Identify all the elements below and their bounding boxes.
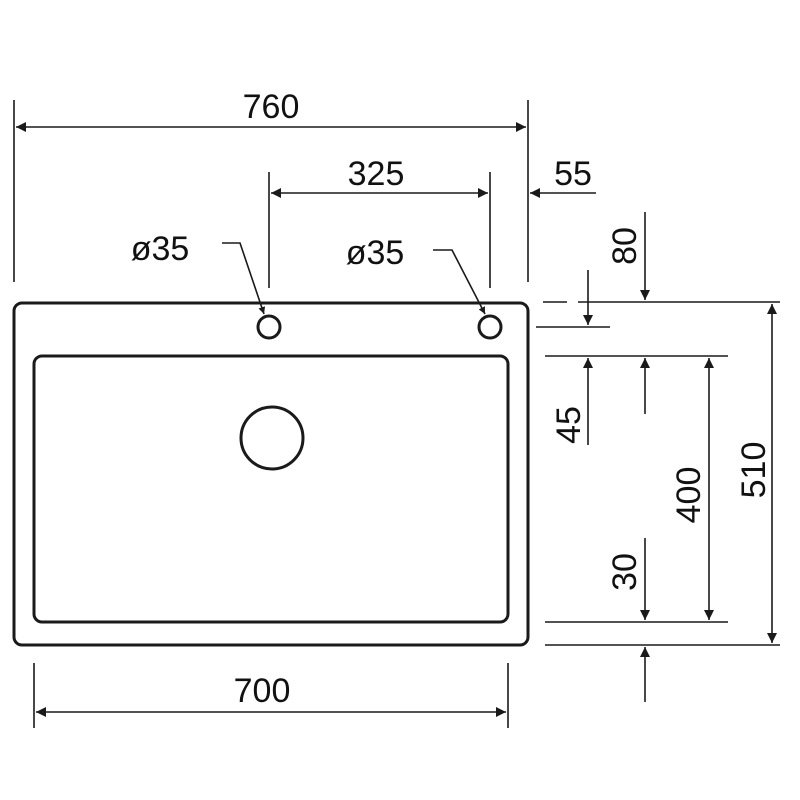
drain-hole: [239, 405, 305, 471]
sink-outer-rim: [12, 301, 530, 647]
tap-hole-left: [256, 314, 282, 340]
dim-label-30: 30: [606, 553, 644, 591]
diameter-label-right: ø35: [346, 234, 405, 272]
dim-label-45: 45: [550, 406, 588, 444]
dim-label-80: 80: [606, 227, 644, 265]
dim-label-700: 700: [234, 672, 291, 710]
diameter-label-left: ø35: [131, 230, 190, 268]
dim-label-400: 400: [670, 467, 708, 524]
leader-left: [222, 242, 266, 315]
dim-label-325: 325: [348, 155, 405, 193]
leader-right: [433, 249, 486, 315]
dim-label-760: 760: [243, 88, 300, 126]
dim-label-510: 510: [735, 442, 773, 499]
tap-hole-right: [477, 314, 503, 340]
sink-bowl: [32, 354, 510, 624]
dim-label-55: 55: [554, 155, 592, 193]
